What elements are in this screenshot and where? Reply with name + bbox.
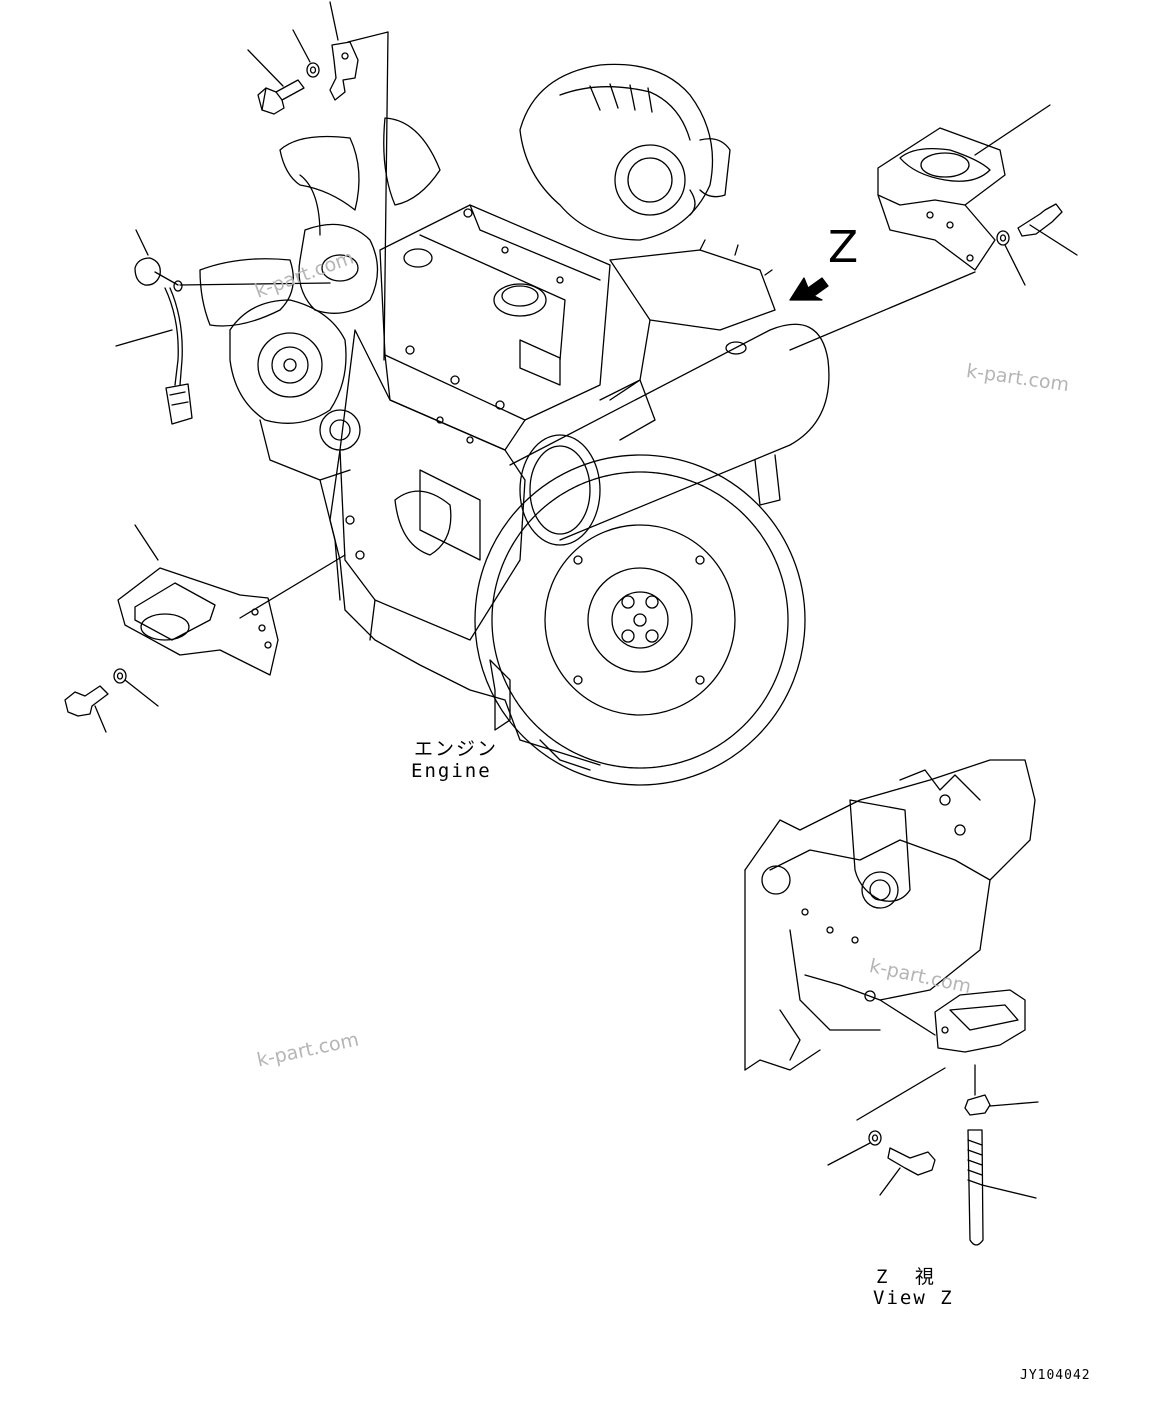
fan-blade bbox=[199, 258, 294, 327]
washer bbox=[113, 668, 127, 684]
bolt bbox=[257, 79, 305, 115]
washer bbox=[868, 1130, 882, 1146]
fan-blade bbox=[279, 135, 360, 211]
engine-block bbox=[339, 329, 526, 641]
engine-label-jp: エンジン bbox=[414, 738, 499, 760]
alternator bbox=[229, 299, 347, 424]
fan-blade bbox=[299, 174, 321, 236]
flywheel bbox=[474, 454, 806, 786]
sensor-harness bbox=[115, 229, 331, 425]
washer bbox=[996, 230, 1010, 246]
valve-cover bbox=[379, 204, 611, 421]
view-z-label-jp: Z 視 bbox=[876, 1266, 942, 1288]
intake-manifold bbox=[609, 249, 776, 331]
mounting-bracket-left bbox=[64, 524, 346, 733]
washer bbox=[306, 62, 320, 78]
oil-filler-cap bbox=[493, 283, 547, 317]
z-marker-label: Z bbox=[828, 222, 859, 273]
view-z-drawing bbox=[744, 759, 1039, 1246]
bolt-washer-clamp-group bbox=[247, 1, 389, 361]
muffler bbox=[509, 323, 830, 541]
turbocharger bbox=[519, 63, 714, 241]
view-z-arrow bbox=[789, 277, 829, 301]
clamp bbox=[329, 41, 359, 101]
engine-assembly bbox=[199, 63, 830, 786]
drawing-code: JY104042 bbox=[1020, 1368, 1091, 1383]
bolt bbox=[1017, 203, 1063, 237]
view-z-label-en: View Z bbox=[873, 1287, 954, 1309]
connector bbox=[165, 383, 193, 425]
engine-label-en: Engine bbox=[411, 760, 492, 782]
bolt bbox=[887, 1147, 936, 1176]
fan-blade bbox=[383, 117, 441, 206]
bolt bbox=[64, 685, 109, 717]
mounting-bracket-right bbox=[789, 104, 1078, 351]
